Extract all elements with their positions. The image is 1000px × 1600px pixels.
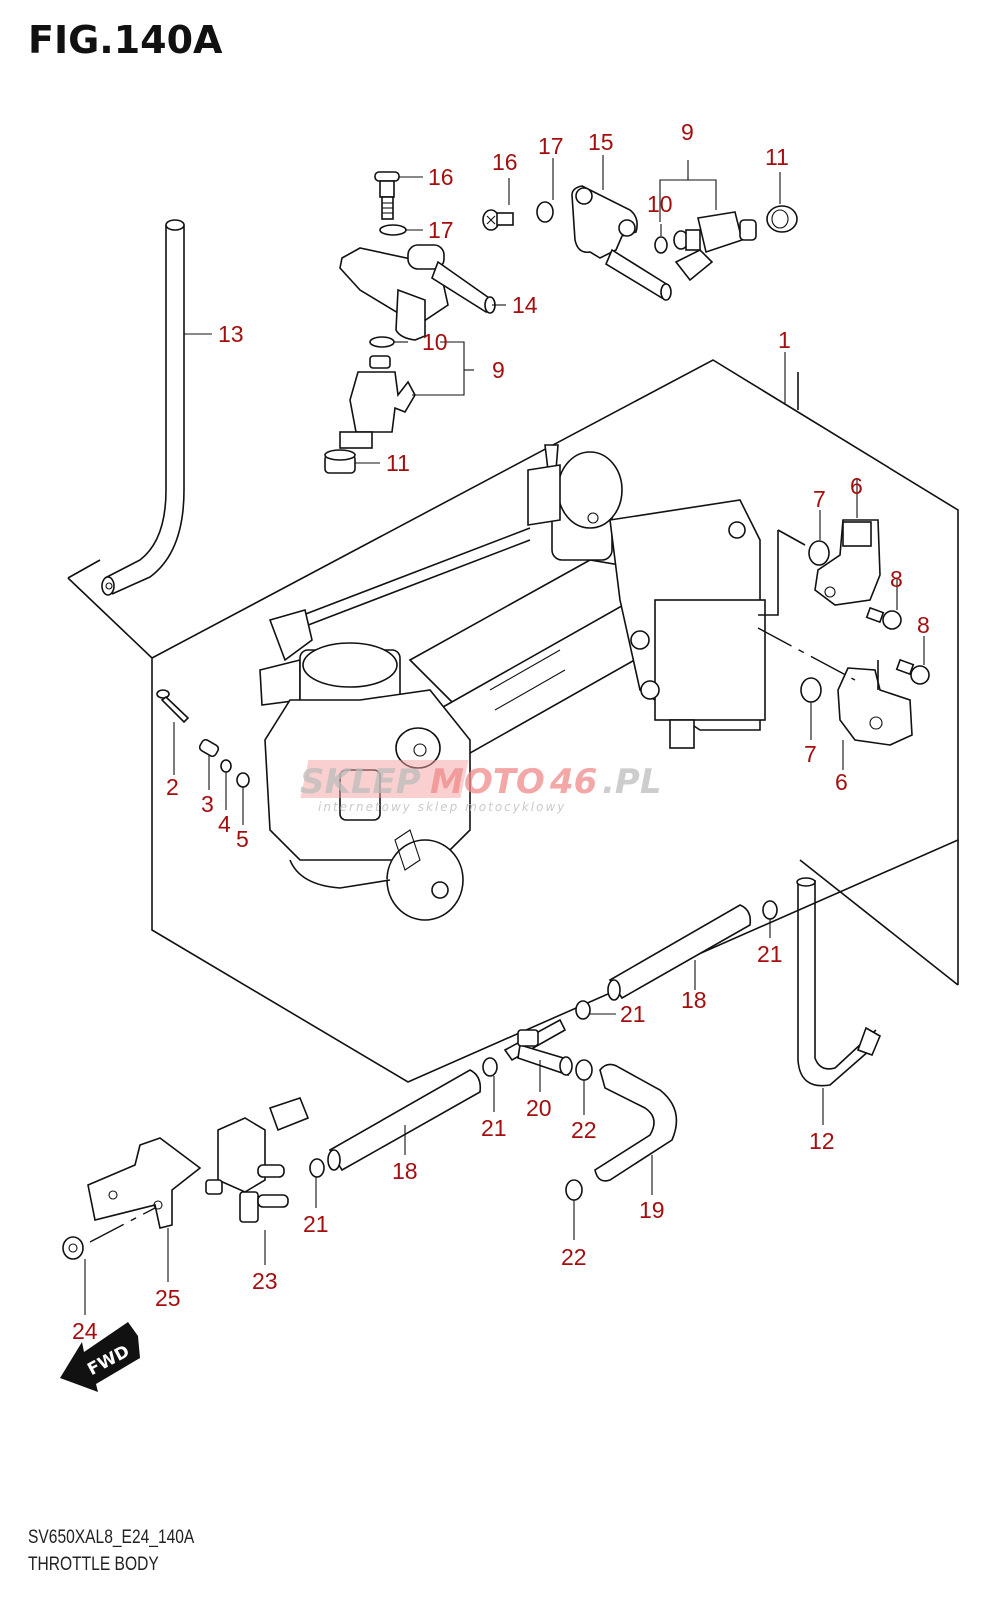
callout-25[interactable]: 25	[155, 1285, 181, 1311]
callout-16-left[interactable]: 16	[428, 164, 454, 190]
callout-12[interactable]: 12	[809, 1128, 835, 1154]
cushion-11-right[interactable]	[766, 205, 798, 233]
callout-9-left[interactable]: 9	[492, 357, 505, 383]
screw-8-lower[interactable]	[895, 658, 930, 685]
screw-8-upper[interactable]	[865, 606, 902, 630]
callout-13[interactable]: 13	[218, 321, 244, 347]
fuel-injector-9-left[interactable]	[339, 355, 416, 449]
sensor-6-lower[interactable]	[837, 667, 913, 746]
callout-21-a[interactable]: 21	[757, 941, 783, 967]
callout-14[interactable]: 14	[512, 292, 538, 318]
o-ring-10-right[interactable]	[654, 236, 668, 254]
bolt-16-left[interactable]	[374, 171, 400, 220]
o-ring-7-upper[interactable]	[808, 540, 830, 566]
watermark-brand-tld: .PL	[602, 762, 662, 802]
solenoid-valve-23[interactable]	[205, 1097, 310, 1223]
clamp-21-c[interactable]	[482, 1057, 498, 1077]
callout-18-lower[interactable]: 18	[392, 1158, 418, 1184]
callout-15[interactable]: 15	[588, 129, 614, 155]
callout-18-upper[interactable]: 18	[681, 987, 707, 1013]
watermark-brand-left: SKLEP	[300, 762, 421, 802]
bracket-25[interactable]	[87, 1137, 202, 1229]
callout-2[interactable]: 2	[166, 774, 179, 800]
callout-11-left[interactable]: 11	[386, 450, 410, 476]
throttle-body-1[interactable]	[259, 444, 766, 921]
callout-7-upper[interactable]: 7	[813, 486, 826, 512]
o-ring-7-lower[interactable]	[800, 677, 822, 703]
spring-3[interactable]	[198, 738, 220, 758]
clamp-21-d[interactable]	[309, 1158, 325, 1178]
callout-17-right[interactable]: 17	[538, 133, 564, 159]
callout-19[interactable]: 19	[639, 1197, 665, 1223]
watermark: SKLEP MOTO 46 .PL internetowy sklep moto…	[300, 760, 662, 814]
callout-labels: 1 2 3 4 5 6 6 7 7 8 8 9 9 10 10 11 11 12…	[72, 119, 930, 1344]
o-ring-10-left[interactable]	[369, 336, 395, 348]
callout-17-left[interactable]: 17	[428, 217, 454, 243]
washer-17-right[interactable]	[536, 201, 554, 223]
clamp-22-b[interactable]	[565, 1179, 583, 1201]
hose-13[interactable]	[101, 219, 185, 596]
callout-10-top[interactable]: 10	[647, 191, 673, 217]
watermark-tagline: internetowy sklep motocyklowy	[318, 800, 566, 814]
cushion-11-left[interactable]	[324, 449, 356, 474]
callout-22-b[interactable]: 22	[561, 1244, 587, 1270]
callout-5[interactable]: 5	[236, 826, 249, 852]
watermark-brand-num: 46	[549, 762, 597, 802]
callout-11-top[interactable]: 11	[765, 144, 789, 170]
clamps	[309, 900, 778, 1201]
figure-code: SV650XAL8_E24_140A	[28, 1527, 195, 1548]
leader-lines	[84, 155, 925, 1315]
callout-16-right[interactable]: 16	[492, 149, 518, 175]
callout-6-lower[interactable]: 6	[835, 769, 848, 795]
figure-title: FIG.140A	[28, 18, 223, 62]
callout-7-lower[interactable]: 7	[804, 741, 817, 767]
callout-21-d[interactable]: 21	[303, 1211, 329, 1237]
clamp-22-a[interactable]	[575, 1059, 593, 1081]
clamp-21-b[interactable]	[575, 1000, 591, 1020]
callout-22-a[interactable]: 22	[571, 1117, 597, 1143]
washer-17-left[interactable]	[379, 224, 407, 236]
t-joint-20[interactable]	[503, 1018, 573, 1077]
watermark-accent	[300, 760, 469, 798]
delivery-pipe-14[interactable]	[339, 244, 496, 341]
hose-18-upper[interactable]	[607, 904, 752, 1001]
o-ring-5[interactable]	[236, 772, 250, 788]
callout-9-top[interactable]: 9	[681, 119, 694, 145]
callout-21-b[interactable]: 21	[620, 1001, 646, 1027]
callout-8-upper[interactable]: 8	[890, 566, 903, 592]
figure-name: THROTTLE BODY	[28, 1554, 159, 1575]
sensor-6-upper[interactable]	[814, 519, 881, 606]
callout-3[interactable]: 3	[201, 791, 214, 817]
fuel-injector-9-right[interactable]	[673, 211, 757, 282]
callout-1[interactable]: 1	[778, 327, 791, 353]
callout-21-c[interactable]: 21	[481, 1115, 507, 1141]
callout-6-upper[interactable]: 6	[850, 473, 863, 499]
watermark-brand-mid: MOTO	[430, 762, 545, 802]
callout-4[interactable]: 4	[218, 811, 231, 837]
callout-10-left[interactable]: 10	[422, 329, 448, 355]
hose-12[interactable]	[796, 877, 882, 1087]
hose-19[interactable]	[594, 1063, 678, 1182]
delivery-pipe-15[interactable]	[571, 185, 672, 301]
callout-23[interactable]: 23	[252, 1268, 278, 1294]
clamp-21-a[interactable]	[762, 900, 778, 920]
hose-18-lower[interactable]	[327, 1069, 482, 1172]
callout-20[interactable]: 20	[526, 1095, 552, 1121]
callout-24[interactable]: 24	[72, 1318, 98, 1344]
nut-24[interactable]	[62, 1236, 84, 1260]
screw-2[interactable]	[156, 689, 190, 724]
washer-4[interactable]	[220, 759, 232, 773]
bolt-16-right[interactable]	[482, 209, 514, 231]
callout-8-lower[interactable]: 8	[917, 612, 930, 638]
